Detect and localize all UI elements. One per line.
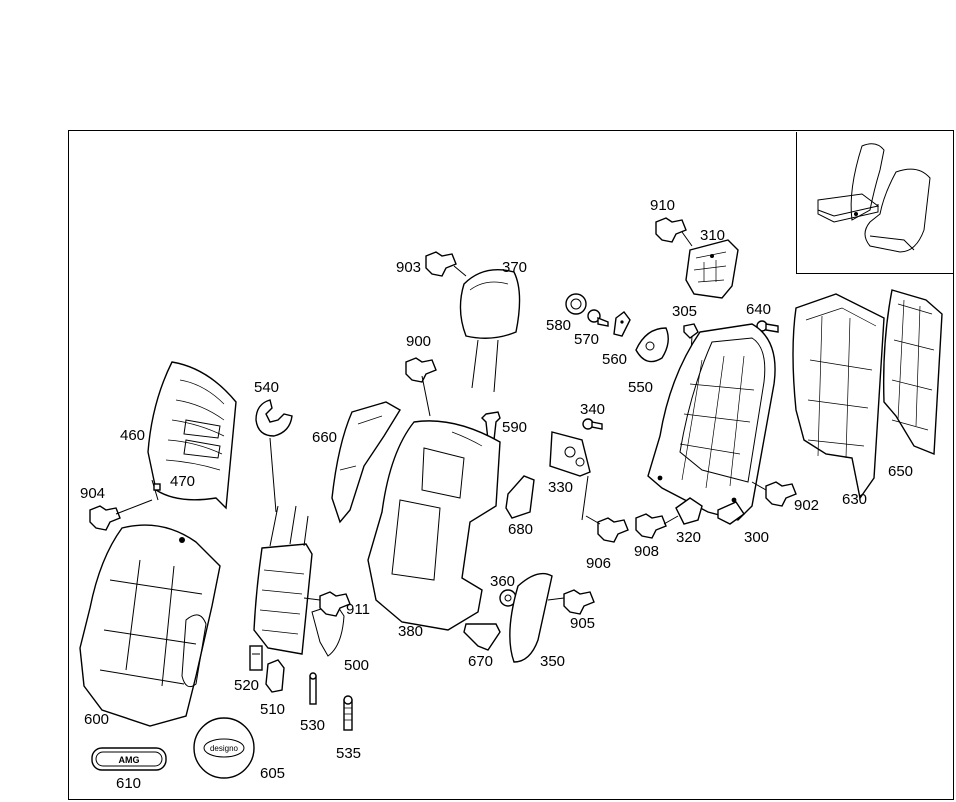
label-640: 640 — [746, 301, 771, 318]
label-903: 903 — [396, 259, 421, 276]
label-560: 560 — [602, 351, 627, 368]
label-590: 590 — [502, 419, 527, 436]
part-300-backrest-frame — [647, 323, 776, 525]
label-300: 300 — [744, 529, 769, 546]
amg-badge-text: AMG — [119, 755, 140, 765]
part-550-cover — [635, 327, 669, 363]
label-650: 650 — [888, 463, 913, 480]
label-550: 550 — [628, 379, 653, 396]
part-610-amg-badge: AMG — [91, 747, 167, 771]
part-670-trim — [463, 623, 501, 651]
label-330: 330 — [548, 479, 573, 496]
part-370-headrest — [459, 269, 521, 393]
label-908: 908 — [634, 543, 659, 560]
label-580: 580 — [546, 317, 571, 334]
diagram-frame — [68, 130, 954, 800]
part-500-lumbar-support — [253, 505, 345, 657]
label-610: 610 — [116, 775, 141, 792]
tag-904 — [89, 499, 153, 531]
part-310-motor — [685, 239, 739, 299]
tag-906 — [585, 515, 629, 543]
part-600-cushion-cover — [79, 524, 221, 727]
part-320-switch — [675, 497, 703, 525]
tag-910 — [655, 217, 693, 247]
part-540-wrench-icon — [255, 399, 293, 513]
label-540: 540 — [254, 379, 279, 396]
part-570-screw — [587, 309, 609, 327]
part-510-switch — [265, 659, 285, 693]
part-630-side-frame — [792, 293, 885, 500]
label-911: 911 — [346, 601, 370, 618]
tag-911 — [303, 591, 351, 617]
label-670: 670 — [468, 653, 493, 670]
part-535-bolt — [343, 695, 353, 731]
label-320: 320 — [676, 529, 701, 546]
label-910: 910 — [650, 197, 675, 214]
label-530: 530 — [300, 717, 325, 734]
label-905: 905 — [570, 615, 595, 632]
tag-905 — [547, 589, 595, 615]
label-520: 520 — [234, 677, 259, 694]
part-560-bracket — [613, 311, 631, 337]
label-904: 904 — [80, 485, 105, 502]
inset-seat-illustration — [817, 143, 931, 253]
tag-900 — [405, 357, 437, 417]
label-500: 500 — [344, 657, 369, 674]
label-630: 630 — [842, 491, 867, 508]
part-660-side-panel — [331, 401, 401, 524]
label-470: 470 — [170, 473, 195, 490]
part-680-trim — [505, 475, 535, 519]
part-520-connector — [249, 645, 263, 671]
label-535: 535 — [336, 745, 361, 762]
tag-908 — [635, 513, 679, 539]
label-510: 510 — [260, 701, 285, 718]
part-530-pin — [309, 672, 317, 705]
part-350-side-cover — [509, 572, 553, 663]
part-605-designo-badge: designo — [193, 717, 255, 779]
label-350: 350 — [540, 653, 565, 670]
label-680: 680 — [508, 521, 533, 538]
label-360: 360 — [490, 573, 515, 590]
label-900: 900 — [406, 333, 431, 350]
part-340-screw — [582, 418, 603, 430]
label-305: 305 — [672, 303, 697, 320]
seat-location-inset — [796, 132, 953, 274]
part-580-ring — [565, 293, 587, 315]
label-370: 370 — [502, 259, 527, 276]
tag-902 — [751, 481, 797, 507]
label-380: 380 — [398, 623, 423, 640]
part-460-heating-mat — [147, 361, 237, 510]
part-number-labels: 910 310 903 370 580 570 305 640 560 550 … — [80, 197, 913, 792]
tag-903 — [425, 251, 467, 277]
label-310: 310 — [700, 227, 725, 244]
designo-badge-text: designo — [210, 744, 239, 753]
part-330-module — [549, 431, 591, 521]
label-600: 600 — [84, 711, 109, 728]
label-902: 902 — [794, 497, 819, 514]
label-605: 605 — [260, 765, 285, 782]
label-460: 460 — [120, 427, 145, 444]
label-906: 906 — [586, 555, 611, 572]
label-660: 660 — [312, 429, 337, 446]
label-570: 570 — [574, 331, 599, 348]
part-650-rear-frame — [882, 289, 943, 456]
part-380-backrest-cushion — [367, 420, 501, 631]
label-340: 340 — [580, 401, 605, 418]
